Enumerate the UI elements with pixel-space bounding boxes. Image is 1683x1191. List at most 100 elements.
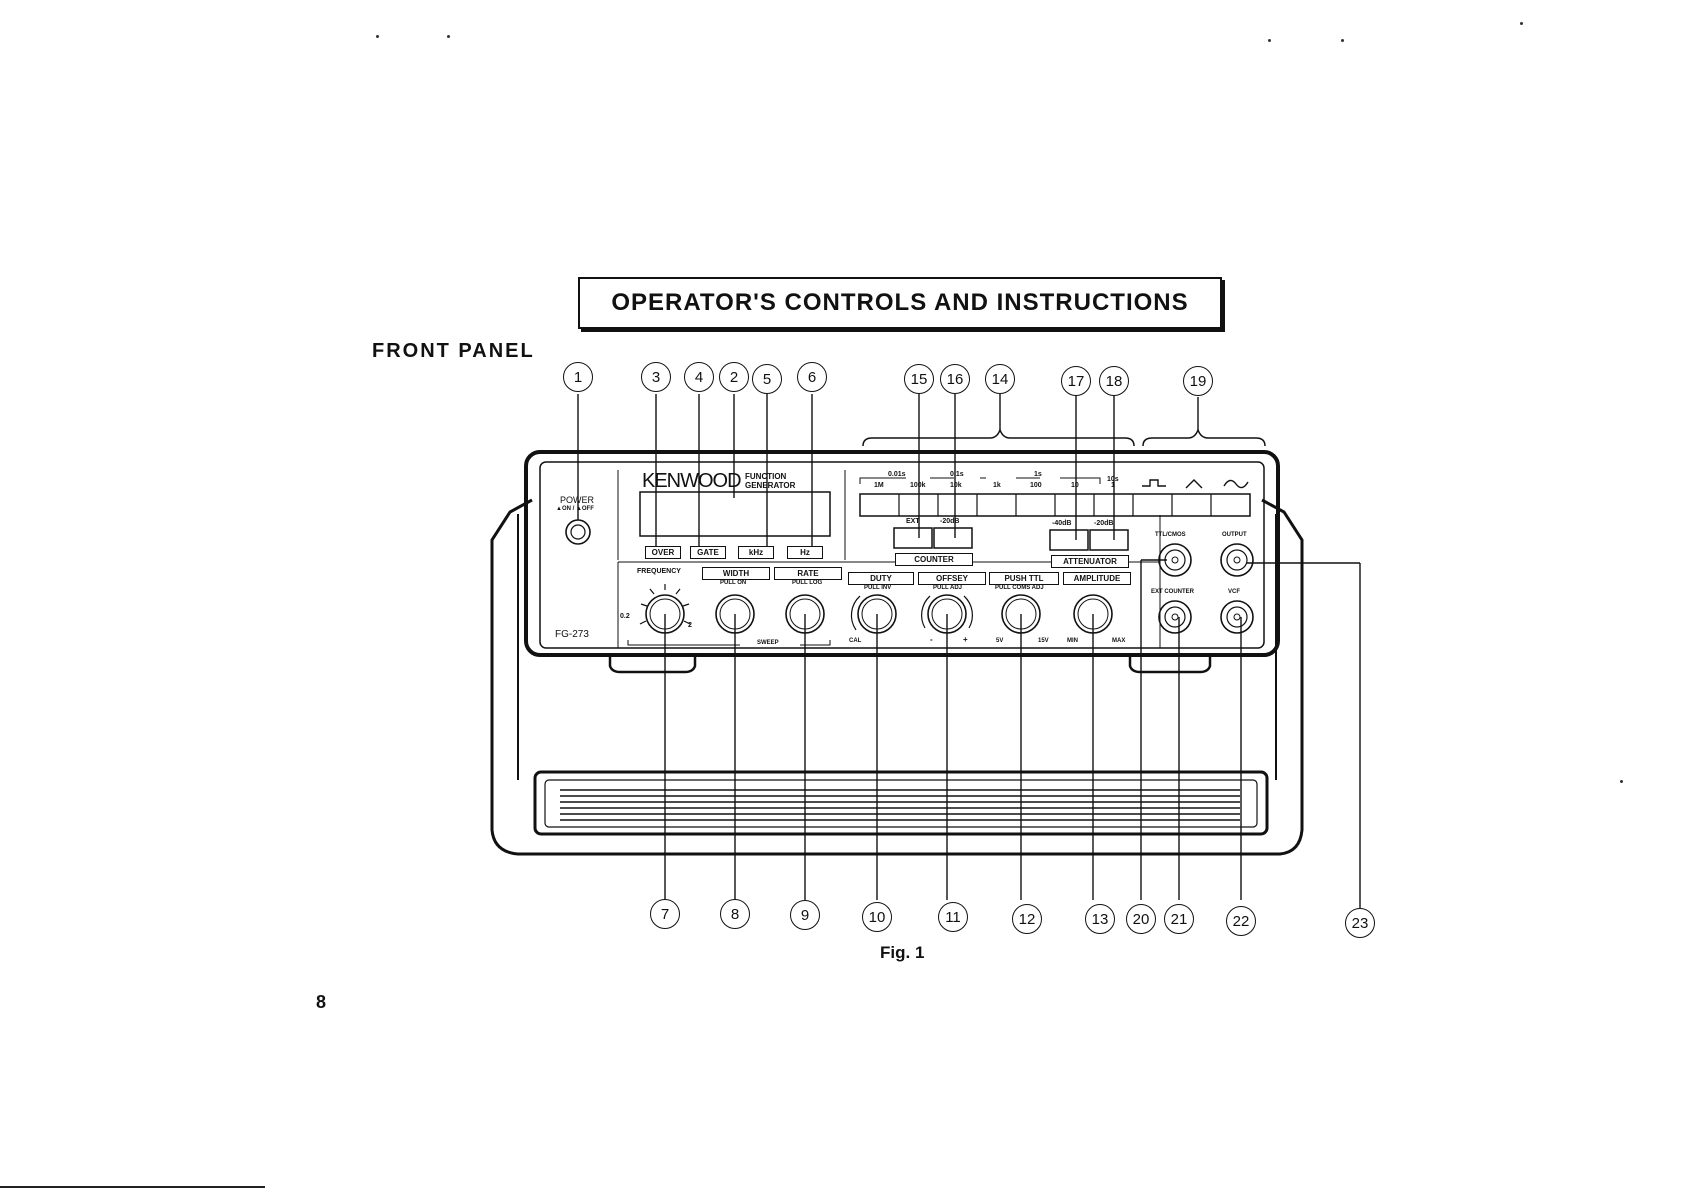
width-label: WIDTH [702, 567, 770, 580]
attenuator-minus40-button [1049, 529, 1089, 551]
square-wave-symbol [1142, 479, 1166, 487]
callout-18: 18 [1099, 366, 1129, 396]
range-bottom-label: 1 [1111, 482, 1115, 489]
scan-speck [1620, 780, 1623, 783]
offset-plus-label: + [963, 635, 968, 644]
ttl-cmos-label: TTL/CMOS [1155, 532, 1186, 538]
range-bottom-label: 10k [950, 482, 962, 489]
gate-indicator: GATE [690, 546, 726, 559]
scan-edge-rule [0, 1186, 265, 1188]
range-bottom-label: 1M [874, 482, 884, 489]
rate-sub-label: PULL LOG [792, 580, 823, 586]
front-foot-right [1128, 655, 1212, 674]
hz-indicator: Hz [787, 546, 823, 559]
product-name-line2: GENERATOR [745, 481, 796, 490]
duty-label: DUTY [848, 572, 914, 585]
offset-minus-label: - [930, 635, 933, 644]
power-switch [565, 519, 591, 545]
khz-indicator: kHz [738, 546, 774, 559]
brace-19 [1142, 427, 1266, 447]
counter-minus20-button [933, 527, 973, 549]
range-top-label: 1s [1034, 471, 1042, 478]
ext-button [893, 527, 933, 549]
callout-12: 12 [1012, 904, 1042, 934]
range-bottom-label: 100 [1030, 482, 1042, 489]
callout-2: 2 [719, 362, 749, 392]
carry-handle [490, 498, 1304, 856]
ext-counter-label: EXT COUNTER [1151, 589, 1195, 595]
vcf-connector [1220, 600, 1254, 634]
callout-20: 20 [1126, 904, 1156, 934]
callout-6: 6 [797, 362, 827, 392]
range-bottom-label: 1k [993, 482, 1001, 489]
callout-13: 13 [1085, 904, 1115, 934]
duty-sub-label: PULL INV [864, 585, 892, 591]
callout-11: 11 [938, 902, 968, 932]
callout-22: 22 [1226, 906, 1256, 936]
scan-speck [447, 35, 450, 38]
5v-label: 5V [996, 638, 1004, 644]
callout-8: 8 [720, 899, 750, 929]
scan-speck [376, 35, 379, 38]
callout-10: 10 [862, 902, 892, 932]
sweep-label: SWEEP [755, 640, 781, 646]
range-top-label: 10s [1107, 476, 1119, 483]
callout-4: 4 [684, 362, 714, 392]
amplitude-max-label: MAX [1112, 638, 1126, 644]
callout-19: 19 [1183, 366, 1213, 396]
power-label: POWER [560, 495, 595, 505]
callout-15: 15 [904, 364, 934, 394]
section-heading: FRONT PANEL [372, 340, 535, 362]
counter-label: COUNTER [895, 553, 973, 566]
range-top-label: 0.01s [888, 471, 906, 478]
output-connector [1220, 543, 1254, 577]
width-sub-label: PULL ON [720, 580, 747, 586]
callout-14: 14 [985, 364, 1015, 394]
15v-label: 15V [1038, 638, 1049, 644]
scan-speck [1341, 39, 1344, 42]
callout-7: 7 [650, 899, 680, 929]
frequency-min-label: 0.2 [620, 613, 630, 620]
product-name-line1: FUNCTION [745, 472, 787, 481]
figure-caption: Fig. 1 [880, 943, 925, 962]
scan-speck [1520, 22, 1523, 25]
output-label: OUTPUT [1222, 532, 1247, 538]
callout-1: 1 [563, 362, 593, 392]
callout-17: 17 [1061, 366, 1091, 396]
range-bottom-label: 10 [1071, 482, 1079, 489]
callout-21: 21 [1164, 904, 1194, 934]
brand-logo: KENWOOD [642, 470, 742, 492]
over-indicator: OVER [645, 546, 681, 559]
push-ttl-label: PUSH TTL [989, 572, 1059, 585]
sine-wave-symbol [1223, 479, 1249, 489]
scan-speck [1268, 39, 1271, 42]
ext-label: EXT [906, 518, 920, 525]
counter-minus20-label: -20dB [940, 518, 960, 525]
range-top-label: 0.1s [950, 471, 964, 478]
power-sub-label: ▲ON / ▲OFF [556, 506, 594, 512]
page-number: 8 [316, 992, 327, 1012]
frequency-label: FREQUENCY [637, 568, 681, 575]
attenuator-minus20-label: -20dB [1094, 520, 1114, 527]
model-label: FG-273 [555, 629, 589, 640]
duty-cal-label: CAL [849, 638, 862, 644]
attenuator-minus40-label: -40dB [1052, 520, 1072, 527]
callout-3: 3 [641, 362, 671, 392]
brace-14 [862, 427, 1135, 447]
offset-sub-label: PULL ADJ [933, 585, 963, 591]
vent-tray [533, 770, 1269, 836]
offset-label: OFFSEY [918, 572, 986, 585]
amplitude-min-label: MIN [1067, 638, 1078, 644]
callout-5: 5 [752, 364, 782, 394]
vcf-label: VCF [1228, 589, 1240, 595]
triangle-wave-symbol [1185, 479, 1203, 489]
frequency-max-label: 2 [688, 622, 692, 629]
rate-label: RATE [774, 567, 842, 580]
display-window [639, 491, 831, 537]
attenuator-label: ATTENUATOR [1051, 555, 1129, 568]
push-ttl-sub-label: PULL COMS ADJ [995, 585, 1044, 591]
cabinet [524, 450, 1280, 657]
amplitude-label: AMPLITUDE [1063, 572, 1131, 585]
attenuator-minus20-button [1089, 529, 1129, 551]
